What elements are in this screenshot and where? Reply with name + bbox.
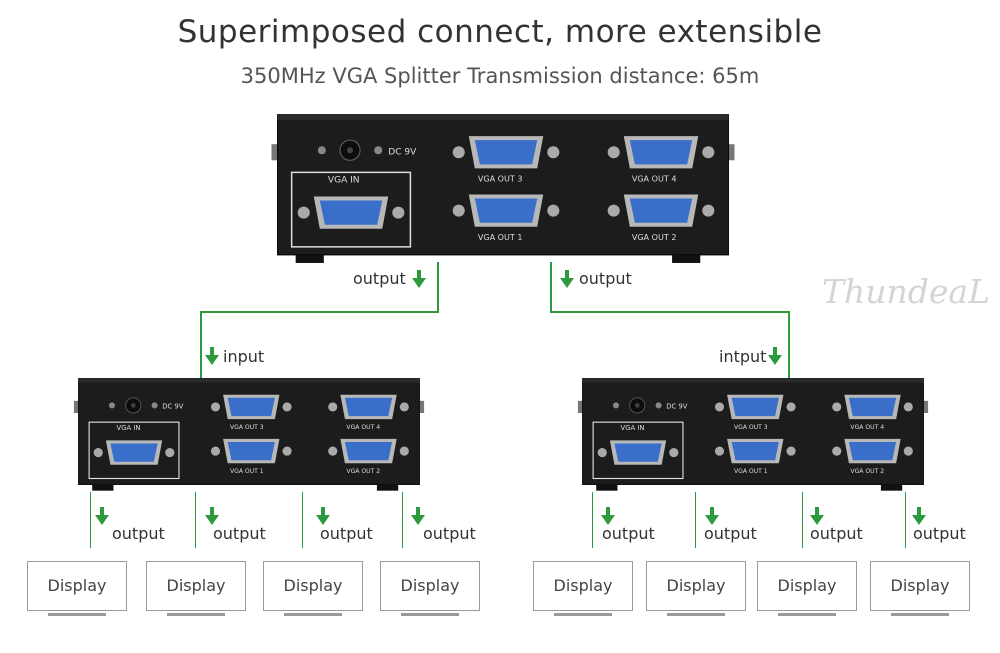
wire [802, 492, 803, 548]
down-arrow-icon [705, 507, 719, 525]
vga-in-label: VGA IN [328, 175, 360, 185]
vga-splitter-main: DC 9V VGA IN VGA OUT 3 VGA OUT 4 VGA OUT… [271, 114, 735, 263]
wire [550, 262, 552, 312]
display-monitor: Display [870, 561, 970, 611]
vga-port [297, 196, 405, 229]
down-arrow-icon [95, 507, 109, 525]
vga-port [714, 394, 796, 420]
vga-out4-label: VGA OUT 4 [346, 424, 380, 431]
display-monitor: Display [380, 561, 480, 611]
dc-label: DC 9V [666, 402, 688, 410]
display-monitor: Display [646, 561, 746, 611]
brand-watermark: ThundeaL [822, 272, 991, 311]
vga-in-label: VGA IN [621, 424, 645, 432]
vga-out2-label: VGA OUT 2 [850, 468, 884, 475]
vga-port [328, 394, 409, 420]
vga-out2-label: VGA OUT 2 [632, 233, 677, 242]
wire [302, 492, 303, 548]
vga-out3-label: VGA OUT 3 [478, 174, 523, 183]
down-arrow-icon [768, 347, 782, 365]
wire [550, 311, 790, 313]
display-stand [778, 613, 836, 616]
vga-port [714, 438, 796, 464]
output-label: output [913, 524, 966, 543]
down-arrow-icon [412, 270, 426, 288]
vga-out4-label: VGA OUT 4 [850, 424, 884, 431]
dc-label: DC 9V [388, 147, 417, 157]
wire [905, 492, 906, 548]
vga-in-label: VGA IN [117, 424, 141, 432]
vga-out2-label: VGA OUT 2 [346, 468, 380, 475]
display-monitor: Display [27, 561, 127, 611]
down-arrow-icon [912, 507, 926, 525]
output-label: output [602, 524, 655, 543]
display-stand [667, 613, 725, 616]
output-label: output [112, 524, 165, 543]
vga-port [328, 438, 409, 464]
down-arrow-icon [316, 507, 330, 525]
display-monitor: Display [146, 561, 246, 611]
down-arrow-icon [205, 347, 219, 365]
vga-out1-label: VGA OUT 1 [734, 468, 768, 475]
down-arrow-icon [810, 507, 824, 525]
output-label: output [423, 524, 476, 543]
vga-port [210, 394, 292, 420]
display-stand [401, 613, 459, 616]
vga-splitter-left: DC 9V VGA IN VGA OUT 3 VGA OUT 4 VGA OUT… [73, 378, 425, 491]
wire [437, 262, 439, 312]
vga-port [452, 136, 560, 169]
display-stand [284, 613, 342, 616]
input-label: input [223, 347, 265, 366]
vga-out1-label: VGA OUT 1 [230, 468, 264, 475]
down-arrow-icon [560, 270, 574, 288]
wire [200, 311, 439, 313]
vga-port [607, 194, 715, 227]
down-arrow-icon [601, 507, 615, 525]
output-label: output [704, 524, 757, 543]
down-arrow-icon [411, 507, 425, 525]
vga-port [607, 136, 715, 169]
vga-out3-label: VGA OUT 3 [230, 424, 264, 431]
vga-port [93, 440, 175, 465]
output-label: output [579, 269, 632, 288]
output-label: output [320, 524, 373, 543]
display-monitor: Display [757, 561, 857, 611]
display-monitor: Display [533, 561, 633, 611]
input-label: intput [719, 347, 767, 366]
output-label: output [810, 524, 863, 543]
vga-splitter-right: DC 9V VGA IN VGA OUT 3 VGA OUT 4 VGA OUT… [577, 378, 929, 491]
wire [788, 311, 790, 381]
vga-port [832, 438, 913, 464]
vga-port [832, 394, 913, 420]
wire [695, 492, 696, 548]
down-arrow-icon [205, 507, 219, 525]
page-title: Superimposed connect, more extensible [177, 14, 823, 50]
vga-out1-label: VGA OUT 1 [478, 233, 523, 242]
wire [402, 492, 403, 548]
vga-port [210, 438, 292, 464]
wire [90, 492, 91, 548]
vga-port [597, 440, 679, 465]
display-stand [891, 613, 949, 616]
display-stand [554, 613, 612, 616]
page-subtitle: 350MHz VGA Splitter Transmission distanc… [240, 64, 760, 88]
dc-label: DC 9V [162, 402, 184, 410]
wire [195, 492, 196, 548]
vga-out4-label: VGA OUT 4 [632, 174, 677, 183]
display-stand [167, 613, 225, 616]
wire [592, 492, 593, 548]
display-stand [48, 613, 106, 616]
output-label: output [353, 269, 406, 288]
display-monitor: Display [263, 561, 363, 611]
vga-out3-label: VGA OUT 3 [734, 424, 768, 431]
output-label: output [213, 524, 266, 543]
vga-port [452, 194, 560, 227]
wire [200, 311, 202, 381]
